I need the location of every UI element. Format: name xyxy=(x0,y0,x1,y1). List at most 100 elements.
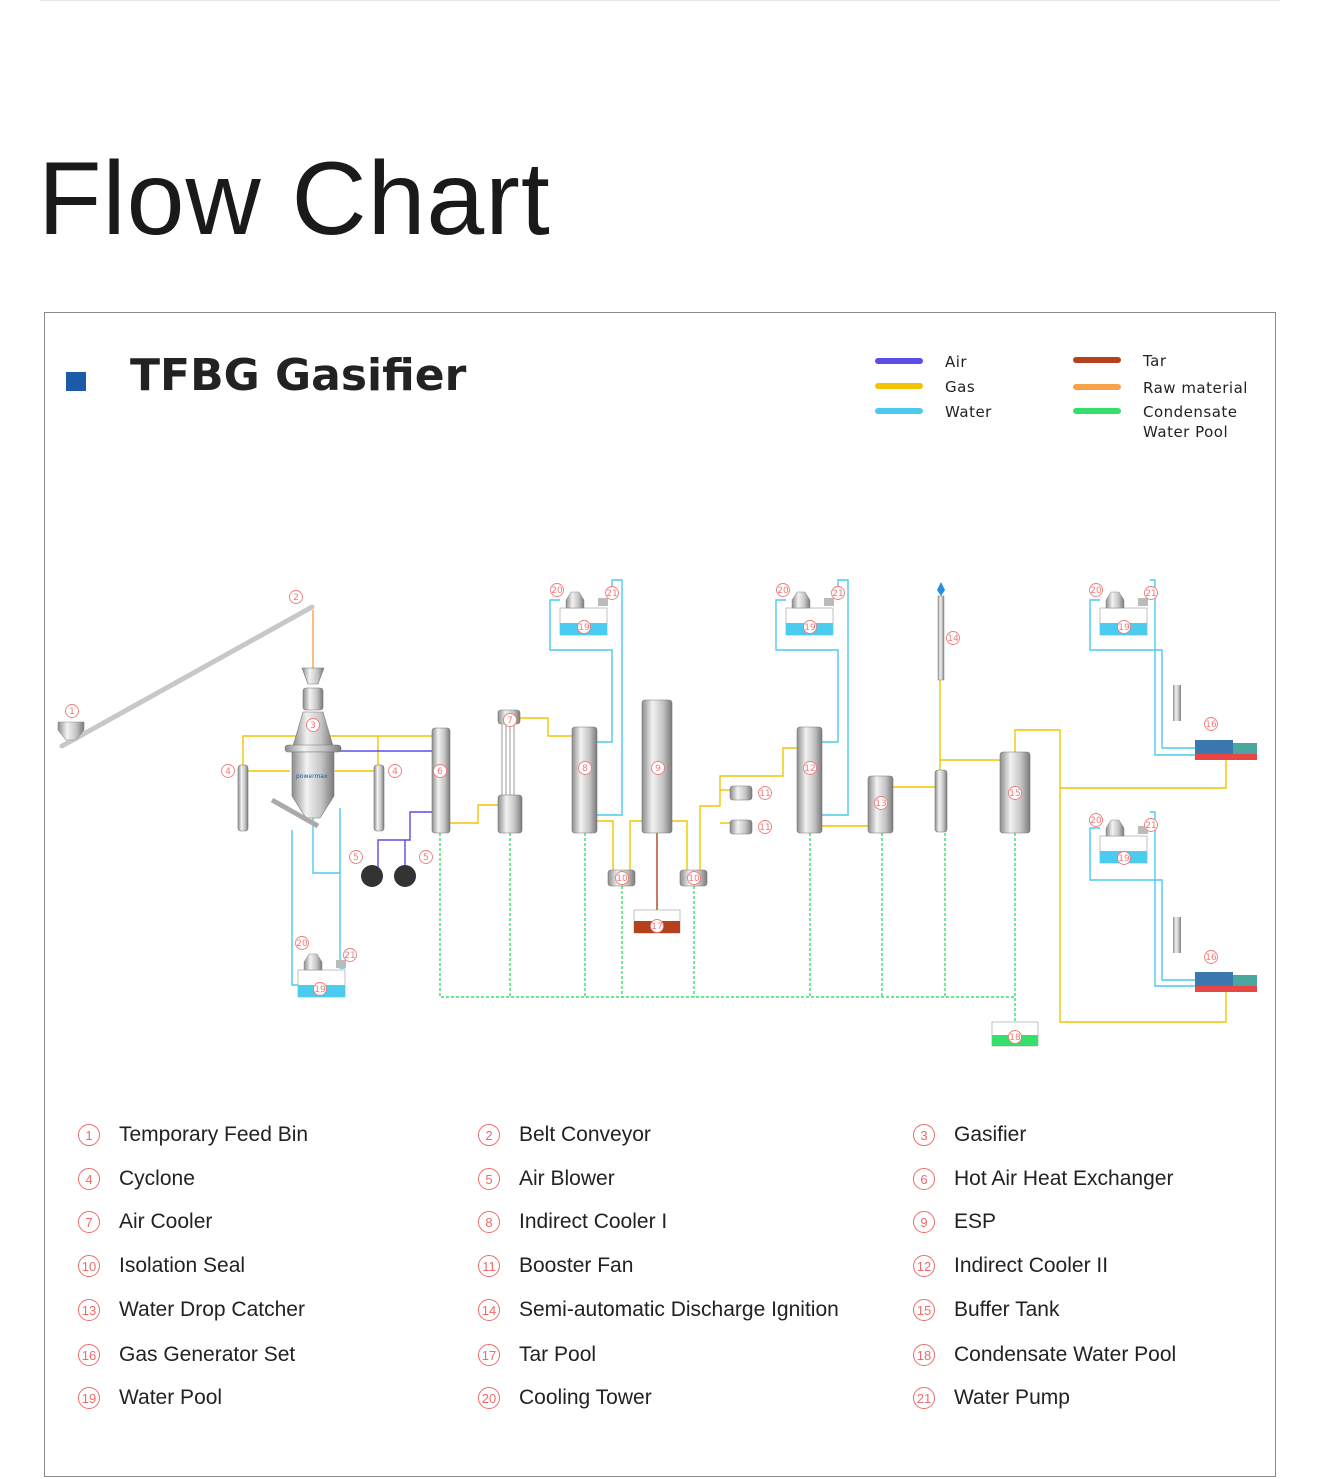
component-marker-9: 9 xyxy=(651,761,665,775)
page-title: Flow Chart xyxy=(38,141,551,257)
marker-number: 21 xyxy=(344,951,355,961)
marker-circle xyxy=(874,796,888,810)
component-marker-5: 5 xyxy=(419,850,433,864)
component-number: 18 xyxy=(913,1344,935,1366)
legend-item-condensate-water-pool: Condensate Water Pool xyxy=(1073,402,1275,442)
marker-circle xyxy=(306,718,320,732)
component-name: Booster Fan xyxy=(519,1254,634,1277)
gas-line xyxy=(520,717,572,737)
water-line xyxy=(1150,811,1195,987)
water-line xyxy=(291,830,298,986)
water-pump xyxy=(1138,826,1148,834)
component-number: 11 xyxy=(478,1255,500,1277)
marker-number: 21 xyxy=(1145,821,1156,831)
marker-number: 11 xyxy=(759,789,770,799)
component-number: 9 xyxy=(913,1211,935,1233)
marker-circle xyxy=(289,590,303,604)
component-marker-16: 16 xyxy=(1204,950,1218,964)
component-marker-6: 6 xyxy=(433,764,447,778)
component-marker-21: 21 xyxy=(831,586,845,600)
marker-circle xyxy=(433,764,447,778)
title-marker xyxy=(66,372,86,391)
marker-circle xyxy=(1089,813,1103,827)
marker-number: 16 xyxy=(1205,953,1217,963)
gas-line xyxy=(450,804,500,824)
ash-screw xyxy=(270,797,320,829)
marker-number: 21 xyxy=(832,589,843,599)
legend-item-raw-material: Raw material xyxy=(1073,378,1275,398)
legend-item-gas: Gas xyxy=(875,377,1077,397)
generator-base xyxy=(1195,986,1257,992)
marker-number: 13 xyxy=(875,799,886,809)
marker-circle xyxy=(1144,586,1158,600)
marker-circle xyxy=(349,850,363,864)
marker-circle xyxy=(615,871,629,885)
cyclone-left xyxy=(237,764,249,832)
cyclone-right xyxy=(373,764,385,832)
air-cooler-base xyxy=(497,794,523,834)
marker-circle xyxy=(776,583,790,597)
component-item: 11 Booster Fan xyxy=(478,1254,903,1278)
generator-engine xyxy=(1195,740,1233,754)
marker-number: 19 xyxy=(804,623,816,633)
water-line xyxy=(312,815,340,874)
component-marker-10: 10 xyxy=(615,871,629,885)
cooling-tower xyxy=(565,591,585,609)
component-marker-10: 10 xyxy=(687,871,701,885)
marker-circle xyxy=(550,583,564,597)
marker-number: 15 xyxy=(1009,789,1020,799)
marker-number: 20 xyxy=(551,586,563,596)
legend-label: Raw material xyxy=(1143,379,1248,397)
component-number: 16 xyxy=(78,1344,100,1366)
marker-number: 2 xyxy=(293,593,299,603)
legend-item-air: Air xyxy=(875,352,1077,372)
marker-circle xyxy=(831,586,845,600)
component-number: 2 xyxy=(478,1124,500,1146)
component-name: Semi-automatic Discharge Ignition xyxy=(519,1298,839,1321)
component-marker-12: 12 xyxy=(803,761,817,775)
generator-engine xyxy=(1195,972,1233,986)
marker-number: 10 xyxy=(616,874,628,884)
marker-circle xyxy=(503,713,517,727)
component-name: Isolation Seal xyxy=(119,1254,246,1277)
component-marker-21: 21 xyxy=(1144,818,1158,832)
component-number: 6 xyxy=(913,1168,935,1190)
marker-circle xyxy=(1117,620,1131,634)
marker-circle xyxy=(650,919,664,933)
gasifier-hopper xyxy=(301,667,325,685)
marker-circle xyxy=(313,982,327,996)
marker-number: 4 xyxy=(225,767,231,777)
component-marker-19: 19 xyxy=(577,620,591,634)
marker-circle xyxy=(65,704,79,718)
air-line xyxy=(377,811,432,868)
component-marker-11: 11 xyxy=(758,820,772,834)
condensate-line xyxy=(439,833,1016,1022)
component-item: 2 Belt Conveyor xyxy=(478,1123,903,1147)
marker-number: 12 xyxy=(804,764,815,774)
component-marker-21: 21 xyxy=(605,586,619,600)
marker-number: 5 xyxy=(353,853,359,863)
component-name: Buffer Tank xyxy=(954,1298,1060,1321)
cooling-tower xyxy=(303,953,323,971)
component-marker-19: 19 xyxy=(803,620,817,634)
legend-label: Gas xyxy=(945,378,976,396)
component-name: Temporary Feed Bin xyxy=(119,1123,309,1146)
component-name: Gasifier xyxy=(954,1123,1027,1146)
water-pump xyxy=(336,960,346,968)
component-number: 14 xyxy=(478,1299,500,1321)
component-number: 21 xyxy=(913,1387,935,1409)
component-name: Belt Conveyor xyxy=(519,1123,651,1146)
gas-line xyxy=(242,735,432,765)
legend-swatch xyxy=(875,383,923,389)
air-cooler-tube xyxy=(505,724,507,796)
cooling-tower xyxy=(1105,819,1125,837)
